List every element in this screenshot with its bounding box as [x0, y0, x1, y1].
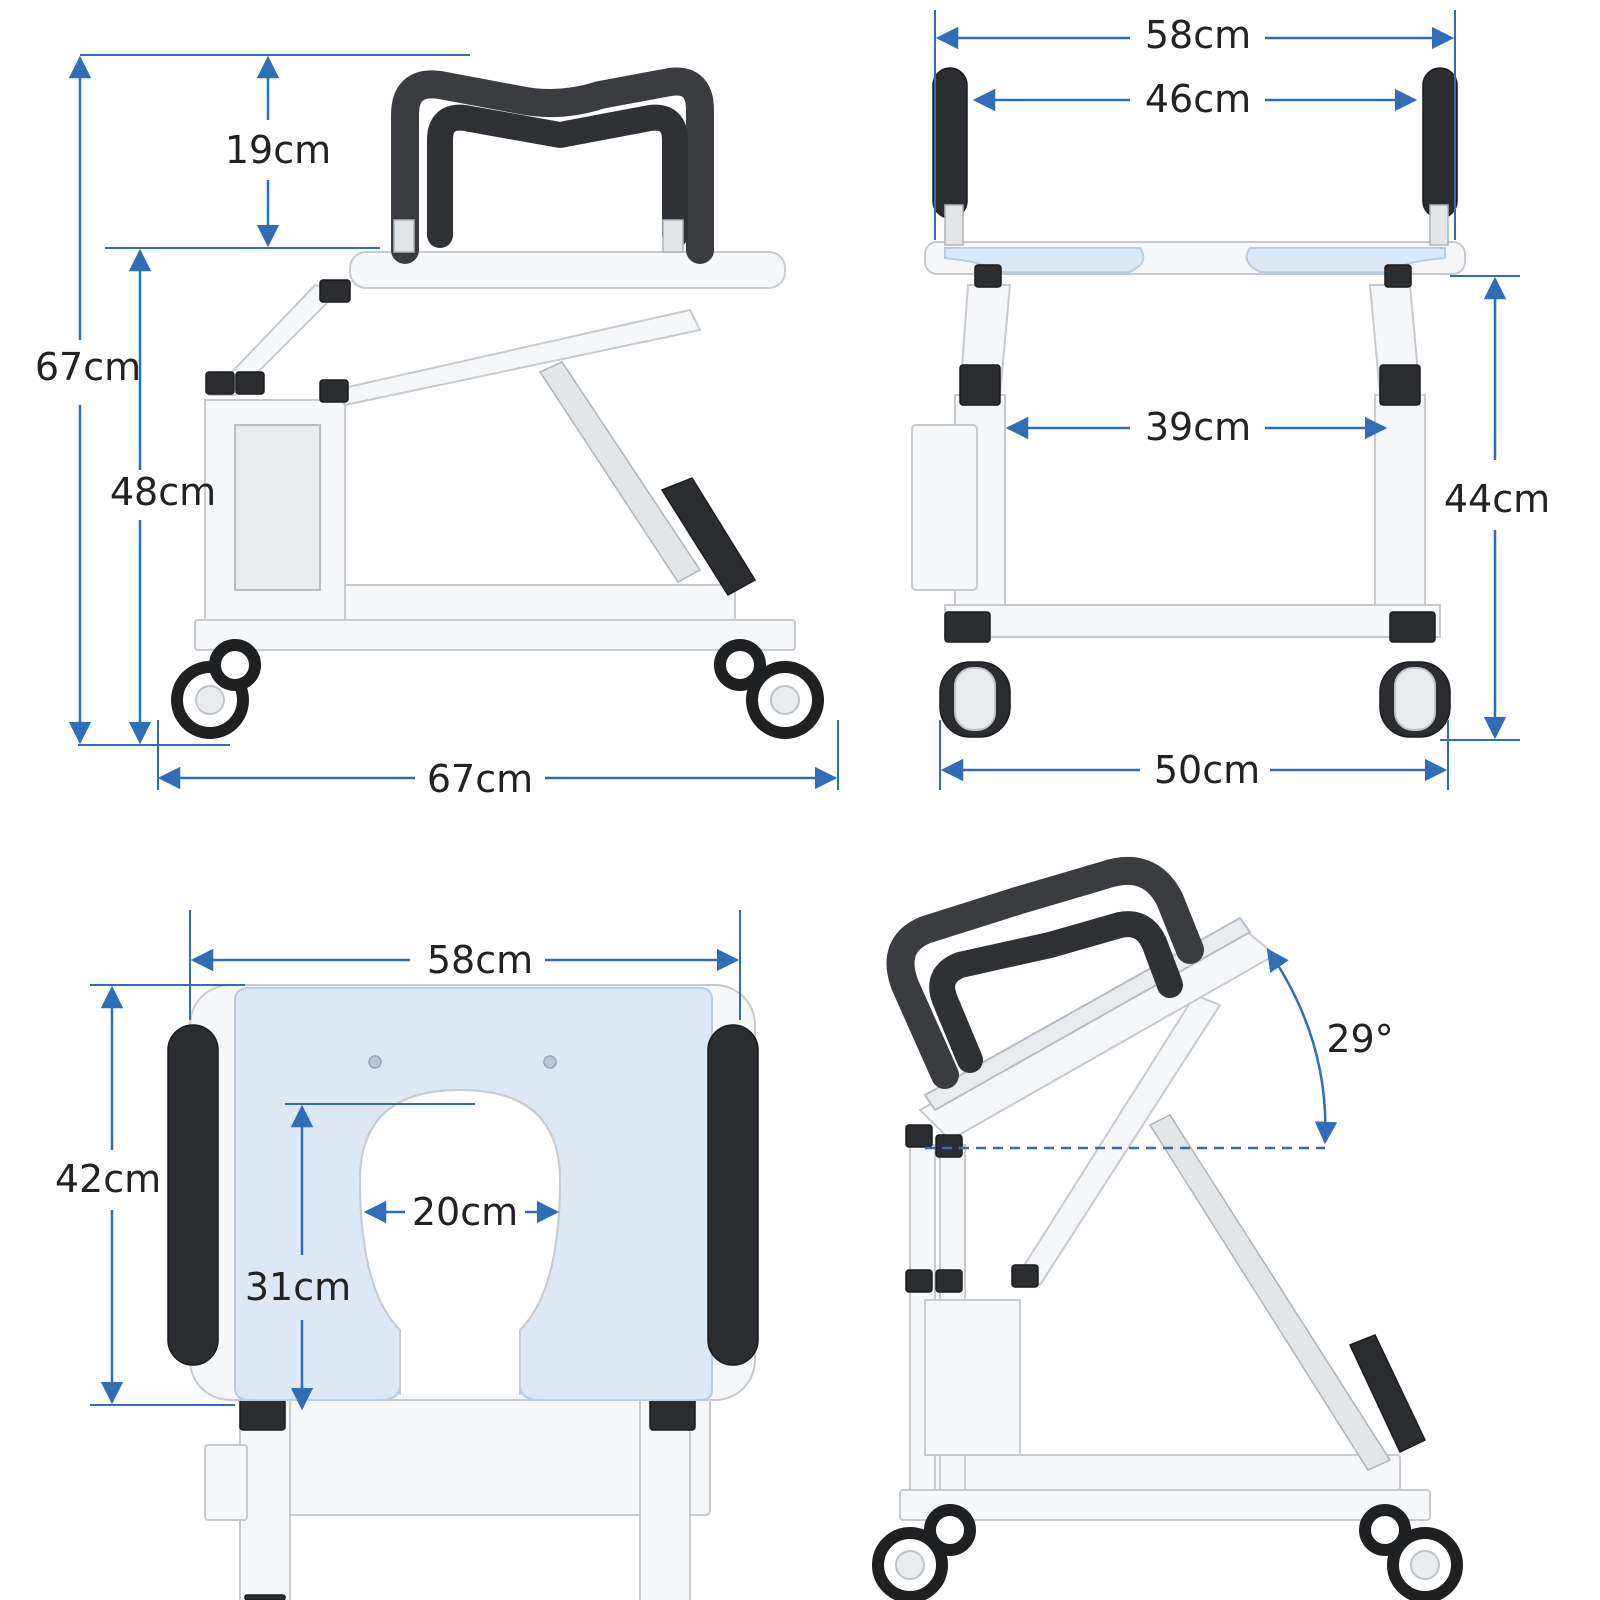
top-width-label: 58cm	[427, 938, 533, 982]
front-outer-width-label: 58cm	[1145, 13, 1251, 57]
front-seat-height-label: 44cm	[1444, 477, 1550, 521]
tilt-view-chair-illustration	[872, 856, 1463, 1600]
front-frame-inner-width-label: 39cm	[1145, 405, 1251, 449]
side-seat-height-label: 48cm	[110, 470, 216, 514]
side-length-label: 67cm	[427, 757, 533, 801]
top-view-panel: 58cm 42cm 20cm 31cm	[55, 910, 759, 1600]
top-view-seat-illustration	[167, 984, 759, 1600]
tilt-angle-label: 29°	[1326, 1017, 1393, 1061]
side-view-panel: 67cm 19cm 48cm 67cm	[35, 54, 839, 801]
top-depth-label: 42cm	[55, 1157, 161, 1201]
front-view-chair-illustration	[911, 67, 1466, 738]
side-overall-height-label: 67cm	[35, 345, 141, 389]
tilt-view-panel: 29°	[872, 856, 1463, 1600]
front-inner-width-label: 46cm	[1145, 77, 1251, 121]
top-opening-depth-label: 31cm	[245, 1265, 351, 1309]
side-handle-height-label: 19cm	[225, 128, 331, 172]
front-view-panel: 58cm 46cm 39cm 44cm 50cm	[911, 10, 1550, 792]
front-base-width-label: 50cm	[1154, 748, 1260, 792]
side-view-chair-illustration	[171, 67, 824, 739]
tilt-angle-arc	[1266, 948, 1338, 1145]
top-opening-width-label: 20cm	[412, 1190, 518, 1234]
